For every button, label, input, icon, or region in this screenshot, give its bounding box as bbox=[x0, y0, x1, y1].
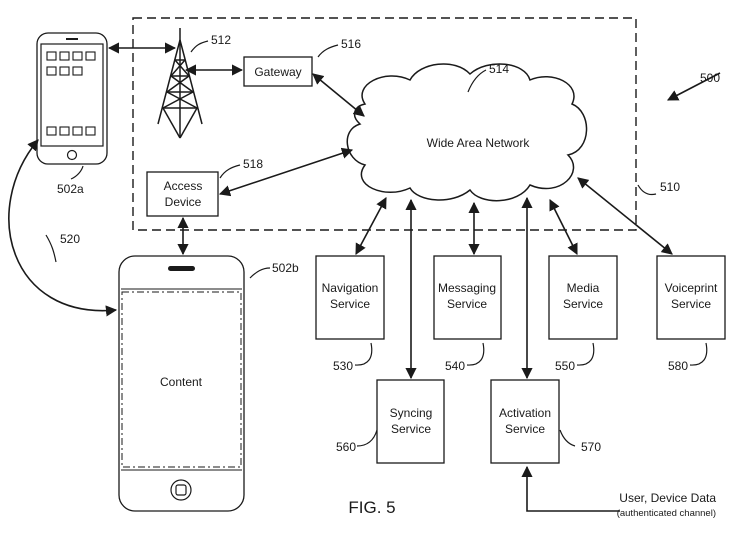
ref-518: 518 bbox=[243, 157, 263, 171]
syncing-service-box bbox=[376, 379, 445, 464]
activation-service-box bbox=[490, 379, 560, 464]
ref-560: 560 bbox=[336, 440, 356, 454]
wan-label: Wide Area Network bbox=[427, 136, 531, 150]
media-label-1: Media bbox=[567, 281, 600, 295]
messaging-service-box bbox=[433, 255, 502, 340]
syncing-label-1: Syncing bbox=[390, 406, 433, 420]
media-label-2: Service bbox=[563, 297, 603, 311]
media-service-box bbox=[548, 255, 618, 340]
access-device-box bbox=[146, 171, 219, 217]
input-data-label: User, Device Data bbox=[619, 491, 716, 505]
ref-570: 570 bbox=[581, 440, 601, 454]
ref-514: 514 bbox=[489, 62, 509, 76]
activation-label-2: Service bbox=[505, 422, 545, 436]
figure-label: FIG. 5 bbox=[348, 498, 395, 517]
gateway-box bbox=[243, 56, 313, 87]
small-phone bbox=[36, 32, 108, 165]
ref-512: 512 bbox=[211, 33, 231, 47]
wan-cloud bbox=[346, 63, 588, 202]
connectors bbox=[8, 42, 721, 512]
ref-550: 550 bbox=[555, 359, 575, 373]
activation-label-1: Activation bbox=[499, 406, 551, 420]
messaging-label-1: Messaging bbox=[438, 281, 496, 295]
ref-500: 500 bbox=[700, 71, 720, 85]
access-device-label-1: Access bbox=[164, 179, 203, 193]
ref-502a: 502a bbox=[57, 182, 84, 196]
ref-520: 520 bbox=[60, 232, 80, 246]
ref-580: 580 bbox=[668, 359, 688, 373]
tower-icon bbox=[157, 28, 203, 139]
leader-lines bbox=[45, 40, 708, 447]
ref-530: 530 bbox=[333, 359, 353, 373]
content-label: Content bbox=[160, 375, 203, 389]
navigation-service-box bbox=[315, 255, 385, 340]
voiceprint-label-1: Voiceprint bbox=[665, 281, 718, 295]
ref-502b: 502b bbox=[272, 261, 299, 275]
syncing-label-2: Service bbox=[391, 422, 431, 436]
large-phone bbox=[118, 255, 245, 512]
ref-510: 510 bbox=[660, 180, 680, 194]
navigation-label-2: Service bbox=[330, 297, 370, 311]
messaging-label-2: Service bbox=[447, 297, 487, 311]
ref-540: 540 bbox=[445, 359, 465, 373]
navigation-label-1: Navigation bbox=[322, 281, 379, 295]
ref-516: 516 bbox=[341, 37, 361, 51]
voiceprint-service-box bbox=[656, 255, 726, 340]
gateway-label: Gateway bbox=[254, 65, 301, 79]
app-grid-icon bbox=[46, 51, 96, 136]
input-channel-label: (authenticated channel) bbox=[617, 508, 716, 519]
voiceprint-label-2: Service bbox=[671, 297, 711, 311]
access-device-label-2: Device bbox=[165, 195, 202, 209]
